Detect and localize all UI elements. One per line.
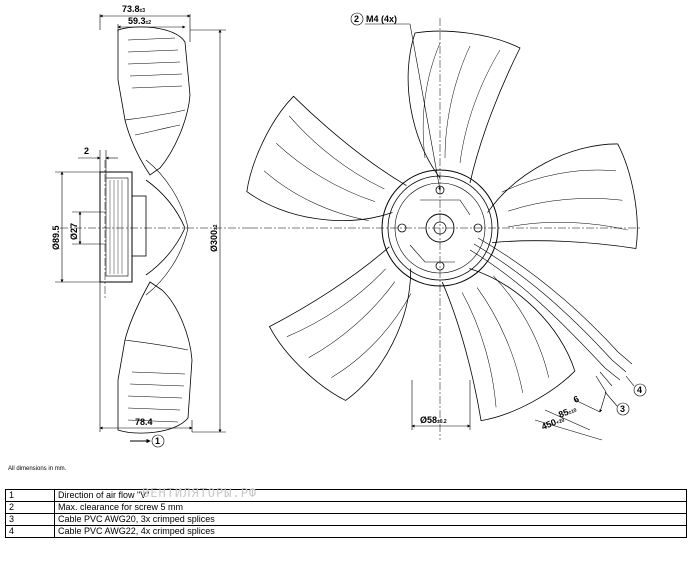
dim-width-hub: 59.3±2 [128, 16, 151, 26]
legend-row: 4 Cable PVC AWG22, 4x crimped splices [5, 525, 687, 538]
dim-width-overall: 73.8±3 [122, 4, 145, 14]
dim-cable-b: 85±10 [557, 404, 578, 420]
side-blade-top [117, 26, 191, 176]
legend-row: 1 Direction of air flow "V" [5, 489, 687, 502]
dim-cable-a: 6 [572, 394, 580, 405]
legend-row: 2 Max. clearance for screw 5 mm [5, 501, 687, 514]
legend-num: 2 [5, 501, 55, 514]
front-view [246, 18, 640, 440]
dim-thread: M4 (4x) [366, 14, 397, 24]
units-note: All dimensions in mm. [8, 466, 67, 472]
legend-text: Max. clearance for screw 5 mm [54, 501, 687, 514]
front-dimensions [350, 12, 647, 441]
dim-dia-shaft: Ø27 [69, 223, 79, 240]
cable-bundle [469, 237, 633, 393]
legend-num: 3 [5, 513, 55, 526]
callout-3-label: 3 [620, 404, 625, 414]
legend-num: 1 [5, 489, 55, 502]
legend-text: Cable PVC AWG20, 3x crimped splices [54, 513, 687, 526]
side-blade-bottom [117, 281, 193, 434]
dim-dia-cable: Ø58±0.2 [420, 415, 447, 425]
side-view [60, 26, 250, 434]
dim-clearance: 2 [84, 146, 89, 156]
side-dimension-labels: 73.8±3 59.3±2 2 Ø89.5 Ø27 Ø300±2 78.4 1 [51, 4, 219, 446]
legend-text: Cable PVC AWG22, 4x crimped splices [54, 525, 687, 538]
technical-drawing: 73.8±3 59.3±2 2 Ø89.5 Ø27 Ø300±2 78.4 1 [51, 4, 647, 448]
dim-dia-fan: Ø300±2 [209, 224, 219, 252]
legend-table: 1 Direction of air flow "V" 2 Max. clear… [5, 489, 687, 538]
callout-1-label: 1 [155, 436, 160, 446]
fan-blades [246, 30, 638, 422]
callout-4-label: 4 [637, 385, 642, 395]
dim-depth-bottom: 78.4 [135, 417, 153, 427]
side-dimensions [55, 14, 226, 448]
legend-row: 3 Cable PVC AWG20, 3x crimped splices [5, 513, 687, 526]
callout-2-label: 2 [354, 14, 359, 24]
watermark: ВЕНТИЛЯТОРЫ.РФ [142, 486, 258, 500]
legend-num: 4 [5, 525, 55, 538]
dim-dia-hub: Ø89.5 [51, 225, 61, 250]
